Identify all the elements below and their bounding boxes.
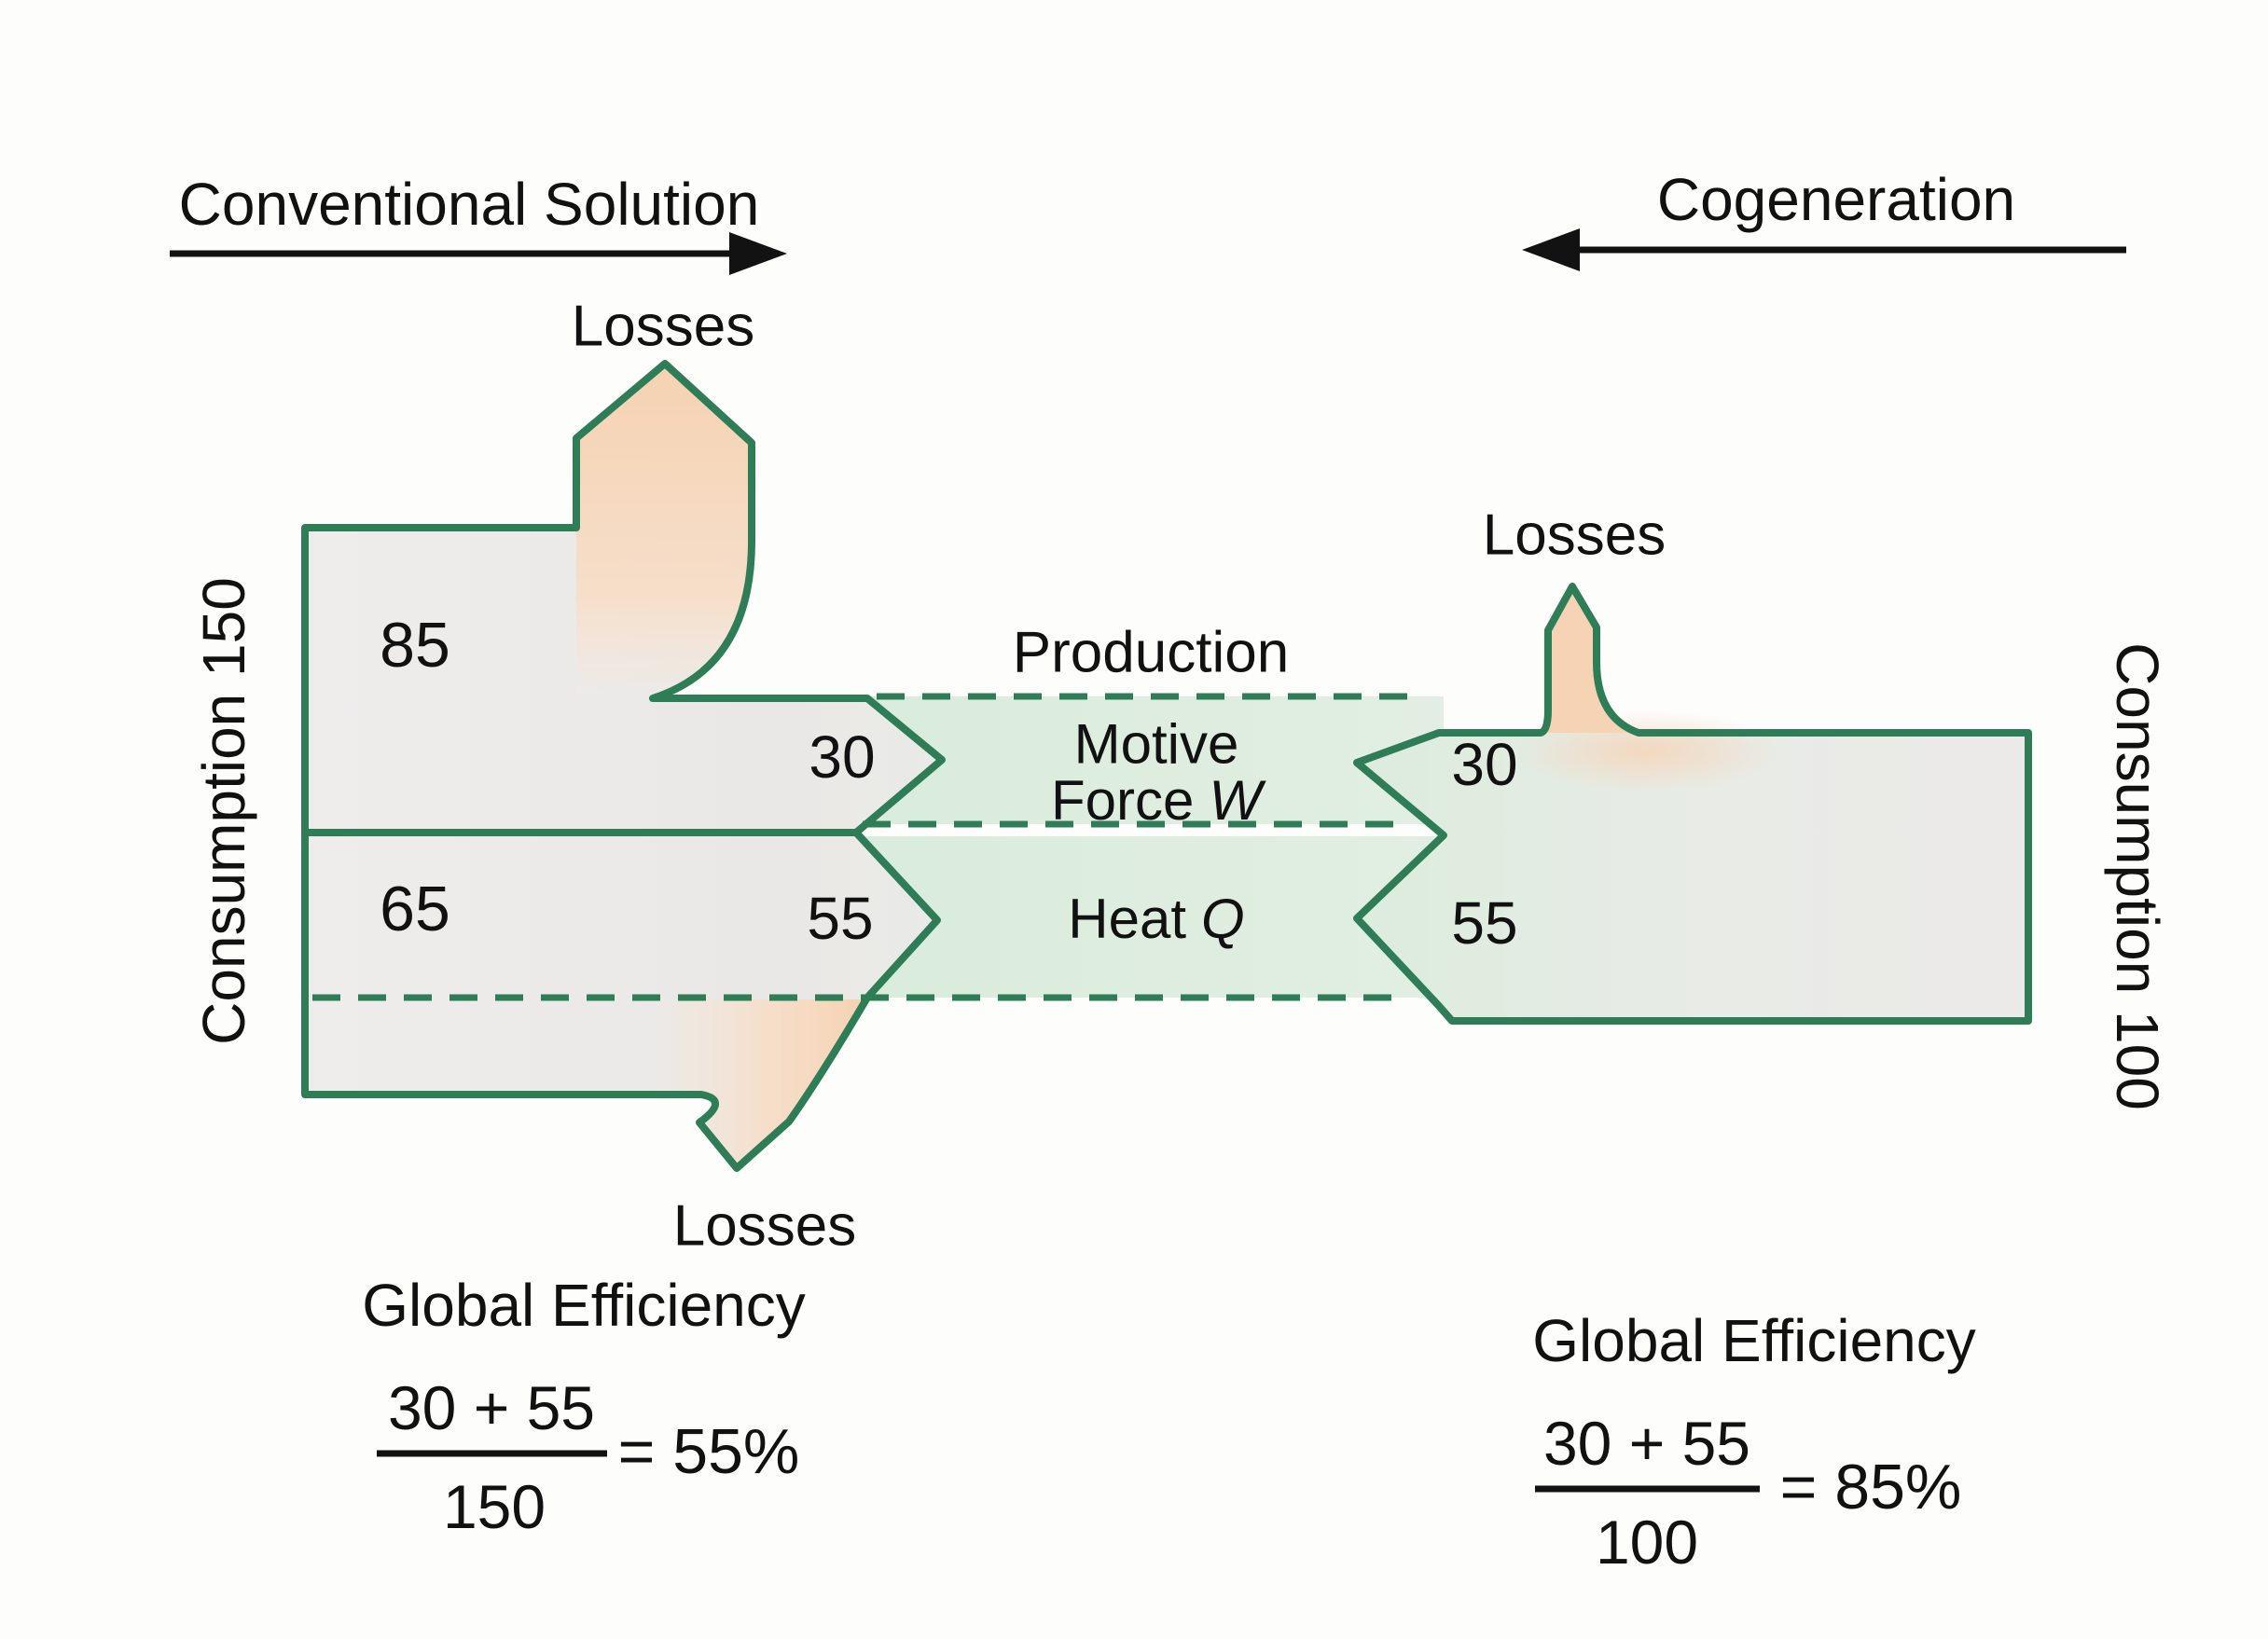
efficiency-right-numerator: 30 + 55 [1543, 1409, 1750, 1478]
conventional-losses-top-label: Losses [572, 295, 754, 359]
arrow-right-icon [170, 232, 787, 275]
conventional-title: Conventional Solution [179, 171, 760, 238]
efficiency-left-heading: Global Efficiency [362, 1272, 806, 1339]
arrow-left-icon [1522, 228, 2126, 271]
conventional-flow-outline [301, 360, 946, 1172]
efficiency-conventional: Global Efficiency 30 + 55 150 = 55% [362, 1272, 806, 1541]
efficiency-left-denominator: 150 [443, 1472, 546, 1541]
motive-line1-label: Motive [1074, 713, 1239, 776]
conventional-flow-shape [305, 364, 942, 1168]
efficiency-left-numerator: 30 + 55 [388, 1373, 595, 1442]
motive-force-word: Force [1051, 769, 1194, 832]
efficiency-right-heading: Global Efficiency [1532, 1307, 1976, 1374]
cogeneration-losses-fill [1541, 586, 1639, 733]
motive-force-symbol: W [1209, 769, 1266, 832]
conventional-input-85: 85 [380, 610, 450, 681]
cogeneration-flow-shape [1357, 733, 2028, 1021]
efficiency-right-denominator: 100 [1596, 1508, 1698, 1577]
cogeneration-losses-label: Losses [1483, 503, 1666, 568]
conventional-out-55: 55 [807, 885, 873, 952]
consumption-100-label: Consumption 100 [2104, 642, 2171, 1110]
conventional-losses-bottom-label: Losses [673, 1194, 856, 1259]
cogeneration-in-55: 55 [1451, 889, 1517, 957]
production-label: Production [1013, 621, 1289, 685]
cogeneration-flow-outline [1353, 583, 2032, 1025]
cogeneration-in-30: 30 [1451, 731, 1517, 798]
efficiency-left-result: = 55% [618, 1416, 800, 1487]
cogeneration-losses-glow [1515, 710, 1777, 792]
efficiency-right-result: = 85% [1780, 1452, 1962, 1522]
heat-word: Heat [1068, 888, 1186, 950]
conventional-out-30: 30 [809, 723, 875, 791]
heat-symbol: Q [1201, 888, 1245, 950]
conventional-losses-up-fill [576, 364, 752, 698]
consumption-150-label: Consumption 150 [190, 577, 257, 1045]
heat-band [844, 836, 1444, 998]
conventional-input-65: 65 [380, 874, 450, 944]
cogeneration-title: Cogeneration [1657, 166, 2015, 233]
efficiency-cogeneration: Global Efficiency 30 + 55 100 = 85% [1532, 1307, 1976, 1577]
